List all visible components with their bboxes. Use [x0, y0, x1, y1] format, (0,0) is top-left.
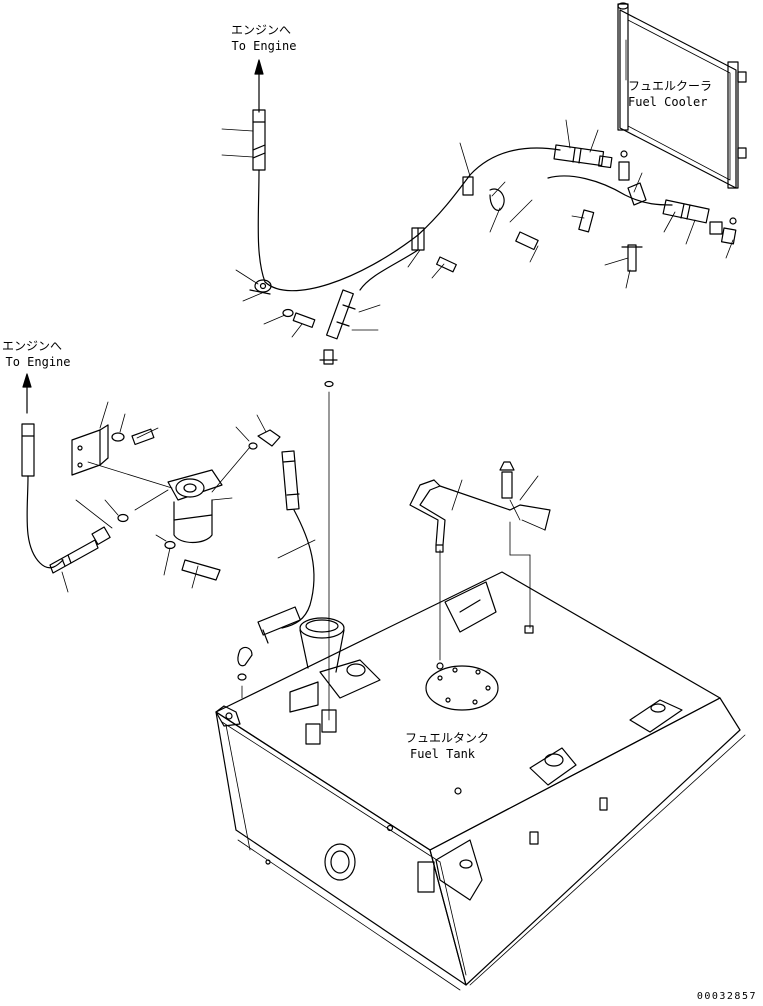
tank-mount-bracket-right	[529, 699, 683, 786]
left-hose-fitting	[21, 423, 64, 569]
top-fuel-hose	[257, 147, 561, 292]
fuel-cooler-label-jp: フュエルクーラ	[628, 79, 713, 93]
return-hose-fitting	[319, 249, 419, 721]
tank-small-features	[265, 787, 608, 865]
tank-supply-hose	[237, 450, 316, 699]
top-hose-fitting	[221, 109, 266, 171]
tank-drain-port	[324, 843, 356, 881]
cooler-lower-hose	[662, 199, 737, 259]
fuel-tank-label-en: Fuel Tank	[410, 747, 476, 761]
left-engine-arrow	[22, 373, 32, 414]
cooler-upper-hose	[553, 119, 630, 181]
fuel-tank	[215, 571, 746, 991]
clamp-bracket-right	[459, 142, 539, 263]
tank-filler-neck	[289, 617, 345, 713]
engine-left-label-en: To Engine	[5, 355, 71, 369]
fuel-tank-label-jp: フュエルタンク	[405, 731, 490, 745]
clamp-bracket-middle	[407, 227, 457, 279]
engine-left-label-jp: エンジンへ	[1, 339, 63, 353]
tank-return-pipe	[409, 479, 551, 553]
fuel-cooler-label-en: Fuel Cooler	[628, 95, 708, 109]
tank-gauge-unit	[425, 549, 499, 711]
filter-bolt	[155, 534, 221, 589]
cooler-lower-bracket	[571, 172, 647, 289]
cooler-lower-line	[547, 175, 673, 206]
tank-side-bracket	[417, 839, 483, 901]
top-engine-arrow	[254, 59, 264, 113]
filter-hose	[49, 499, 113, 593]
tank-return-bracket	[499, 461, 546, 634]
fuel-filter	[104, 446, 251, 544]
tank-bracket-rear	[444, 581, 497, 633]
document-number: 00032857	[696, 991, 757, 1002]
tank-mount-bracket-left	[305, 659, 381, 745]
filter-elbow-fitting	[235, 414, 281, 450]
hose-clamp-left	[235, 269, 316, 338]
fuel-cooler	[617, 2, 747, 225]
filter-bracket	[71, 401, 173, 489]
engine-top-label-jp: エンジンへ	[230, 23, 292, 37]
engine-top-label-en: To Engine	[231, 39, 297, 53]
